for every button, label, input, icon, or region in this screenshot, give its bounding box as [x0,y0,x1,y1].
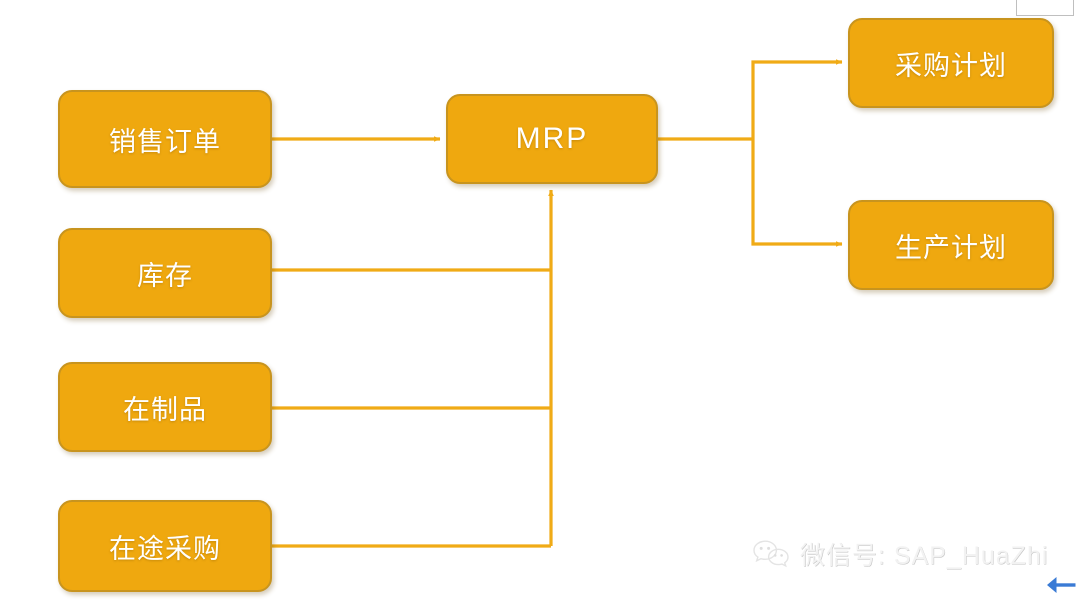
node-work-in-process-label: 在制品 [123,394,207,425]
edge-split-to-production-plan [751,139,843,247]
edge-split-to-purchase-plan [751,59,843,139]
node-inventory[interactable]: 库存 [58,228,272,318]
wechat-icon [753,540,789,568]
node-purchase-plan[interactable]: 采购计划 [848,18,1054,108]
node-work-in-process[interactable]: 在制品 [58,362,272,452]
node-in-transit-purchase-label: 在途采购 [109,533,221,564]
node-mrp-label: MRP [515,122,589,155]
node-in-transit-purchase[interactable]: 在途采购 [58,500,272,592]
node-inventory-label: 库存 [137,260,193,291]
node-mrp[interactable]: MRP [446,94,658,184]
watermark: 微信号: SAP_HuaZhi [752,536,1048,572]
node-sales-order[interactable]: 销售订单 [58,90,272,188]
node-production-plan[interactable]: 生产计划 [848,200,1054,290]
node-production-plan-label: 生产计划 [895,232,1007,263]
node-sales-order-label: 销售订单 [109,126,221,157]
watermark-text: 微信号: SAP_HuaZhi [800,542,1049,570]
arrow-left-icon[interactable] [1044,574,1078,596]
node-purchase-plan-label: 采购计划 [895,50,1007,81]
top-right-shape-fragment [1016,0,1074,16]
